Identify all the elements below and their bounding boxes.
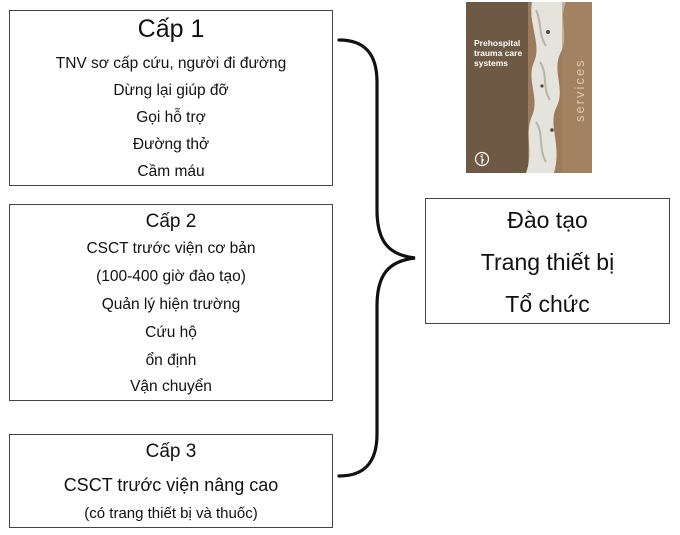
who-emblem-icon [474,151,490,167]
level-3-box: Cấp 3 CSCT trước viện nâng cao (có trang… [9,434,333,528]
book-cover: Prehospital trauma care systems services [466,2,592,173]
level-1-item: Cầm máu [137,163,205,180]
outcome-item: Trang thiết bị [480,249,615,275]
level-2-item: Vận chuyển [130,378,212,395]
level-1-item: TNV sơ cấp cứu, người đi đường [55,55,287,72]
level-2-item: Cứu hộ [145,324,197,341]
level-1-item: Đường thở [132,136,210,153]
level-2-item: (100-400 giờ đào tạo) [96,268,246,285]
right-curly-brace-icon [337,38,416,478]
outcome-item: Đào tạo [507,207,588,233]
level-2-title: Cấp 2 [145,211,197,232]
level-2-item: Quản lý hiện trường [101,296,241,313]
level-2-item: ổn định [145,352,197,369]
level-1-item: Gọi hỗ trợ [136,109,206,126]
cover-title: Prehospital trauma care systems [474,38,523,68]
outcomes-box: Đào tạo Trang thiết bị Tổ chức [425,198,670,324]
level-3-title: Cấp 3 [145,441,197,462]
level-1-box: Cấp 1 TNV sơ cấp cứu, người đi đường Dừn… [9,10,333,186]
outcome-item: Tổ chức [505,291,590,317]
cover-side-text: services [572,58,587,122]
level-3-note: (có trang thiết bị và thuốc) [84,505,258,522]
level-1-item: Dừng lại giúp đỡ [113,82,229,99]
level-2-item: CSCT trước viện cơ bản [86,240,256,257]
level-2-box: Cấp 2 CSCT trước viện cơ bản (100-400 gi… [9,204,333,401]
cover-artwork [466,2,592,173]
level-3-subtitle: CSCT trước viện nâng cao [63,475,279,495]
level-1-title: Cấp 1 [137,15,205,43]
